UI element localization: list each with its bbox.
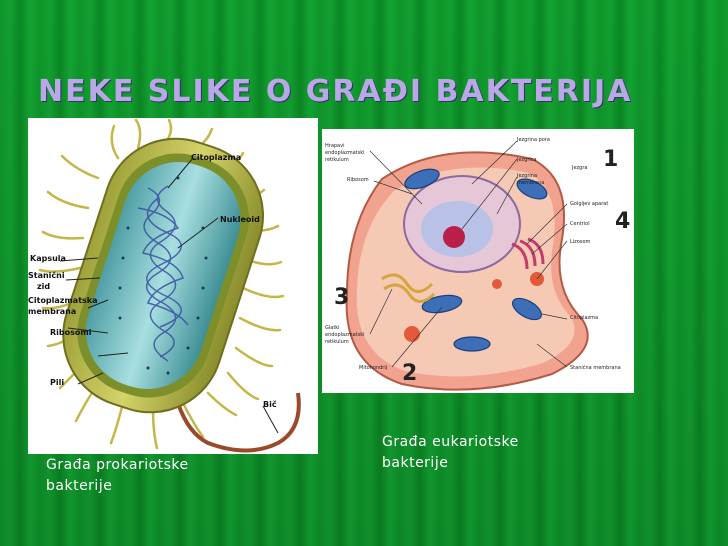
eukaryote-caption-line-2: bakterije <box>382 455 449 471</box>
label-glatki: Glatki <box>325 325 340 331</box>
eukaryote-caption-line-1: Građa eukariotske <box>382 434 519 450</box>
label-membrana: membrana <box>28 307 77 316</box>
label-jezgrina: Jezgrina <box>517 173 538 179</box>
leader-lines <box>59 157 279 434</box>
number-2: 2 <box>402 361 418 386</box>
leader-lines-eukaryote <box>369 140 568 368</box>
label-stanicni: Stanični <box>28 271 65 280</box>
number-4: 4 <box>615 209 631 234</box>
label-ribosomi: Ribosomi <box>50 328 92 337</box>
label-bic: Bič <box>263 400 277 409</box>
prokaryote-caption-line-2: bakterije <box>46 478 113 494</box>
prokaryote-caption: Građa prokariotske bakterije <box>46 455 189 497</box>
flagellum <box>176 392 301 453</box>
label-pili: Pili <box>50 378 65 387</box>
smooth-er-shape <box>381 273 436 303</box>
slide-title: NEKE SLIKE O GRAĐI BAKTERIJA <box>38 74 633 109</box>
label-endoplazmatski-1: endoplazmatski <box>325 150 365 156</box>
mitochondria-group <box>404 168 548 352</box>
number-3: 3 <box>334 285 350 310</box>
label-membrana-jezgre: membrana <box>517 180 545 186</box>
label-citoplazmatska: Citoplazmatska <box>28 296 98 305</box>
prokaryote-illustration <box>38 118 301 453</box>
label-lizosom: Lizosom <box>570 239 591 245</box>
label-jezgrica: Jezgrica <box>517 157 537 163</box>
ribosome-dots <box>118 176 208 375</box>
eukaryote-diagram: Hrapavi endoplazmatski retikulum Ribosom… <box>322 129 634 393</box>
label-golgijev: Golgijev aparat <box>570 201 609 207</box>
label-jezgrina-pora: Jezgrina pora <box>517 137 550 143</box>
label-mitohondrij: Mitohondrij <box>359 365 388 371</box>
label-nukleoid: Nukleoid <box>220 215 260 224</box>
label-citoplazma-euk: Citoplazma <box>570 315 599 321</box>
label-retikulum-2: retikulum <box>325 339 349 345</box>
label-zid: zid <box>37 282 51 291</box>
label-ribosom: Ribosom <box>347 177 369 183</box>
nucleolus-shape <box>443 226 465 248</box>
prokaryote-caption-line-1: Građa prokariotske <box>46 457 189 473</box>
label-endoplazmatski-2: endoplazmatski <box>325 332 365 338</box>
prokaryote-diagram: Citoplazma Nukleoid Kapsula Stanični zid… <box>28 118 318 454</box>
label-hrapavi: Hrapavi <box>325 143 345 149</box>
label-centriol: Centriol <box>570 221 590 227</box>
eukaryote-caption: Građa eukariotske bakterije <box>382 432 519 474</box>
number-1: 1 <box>603 147 619 172</box>
label-jezgra: Jezgra <box>572 165 588 171</box>
eukaryote-illustration <box>345 140 589 391</box>
label-stanicna-membrana: Stanična membrana <box>570 365 621 371</box>
nucleoid-shape <box>137 185 189 362</box>
label-retikulum-1: retikulum <box>325 157 349 163</box>
label-kapsula: Kapsula <box>30 254 66 263</box>
label-citoplazma: Citoplazma <box>191 153 242 162</box>
cytoplasm-shape <box>85 162 241 390</box>
